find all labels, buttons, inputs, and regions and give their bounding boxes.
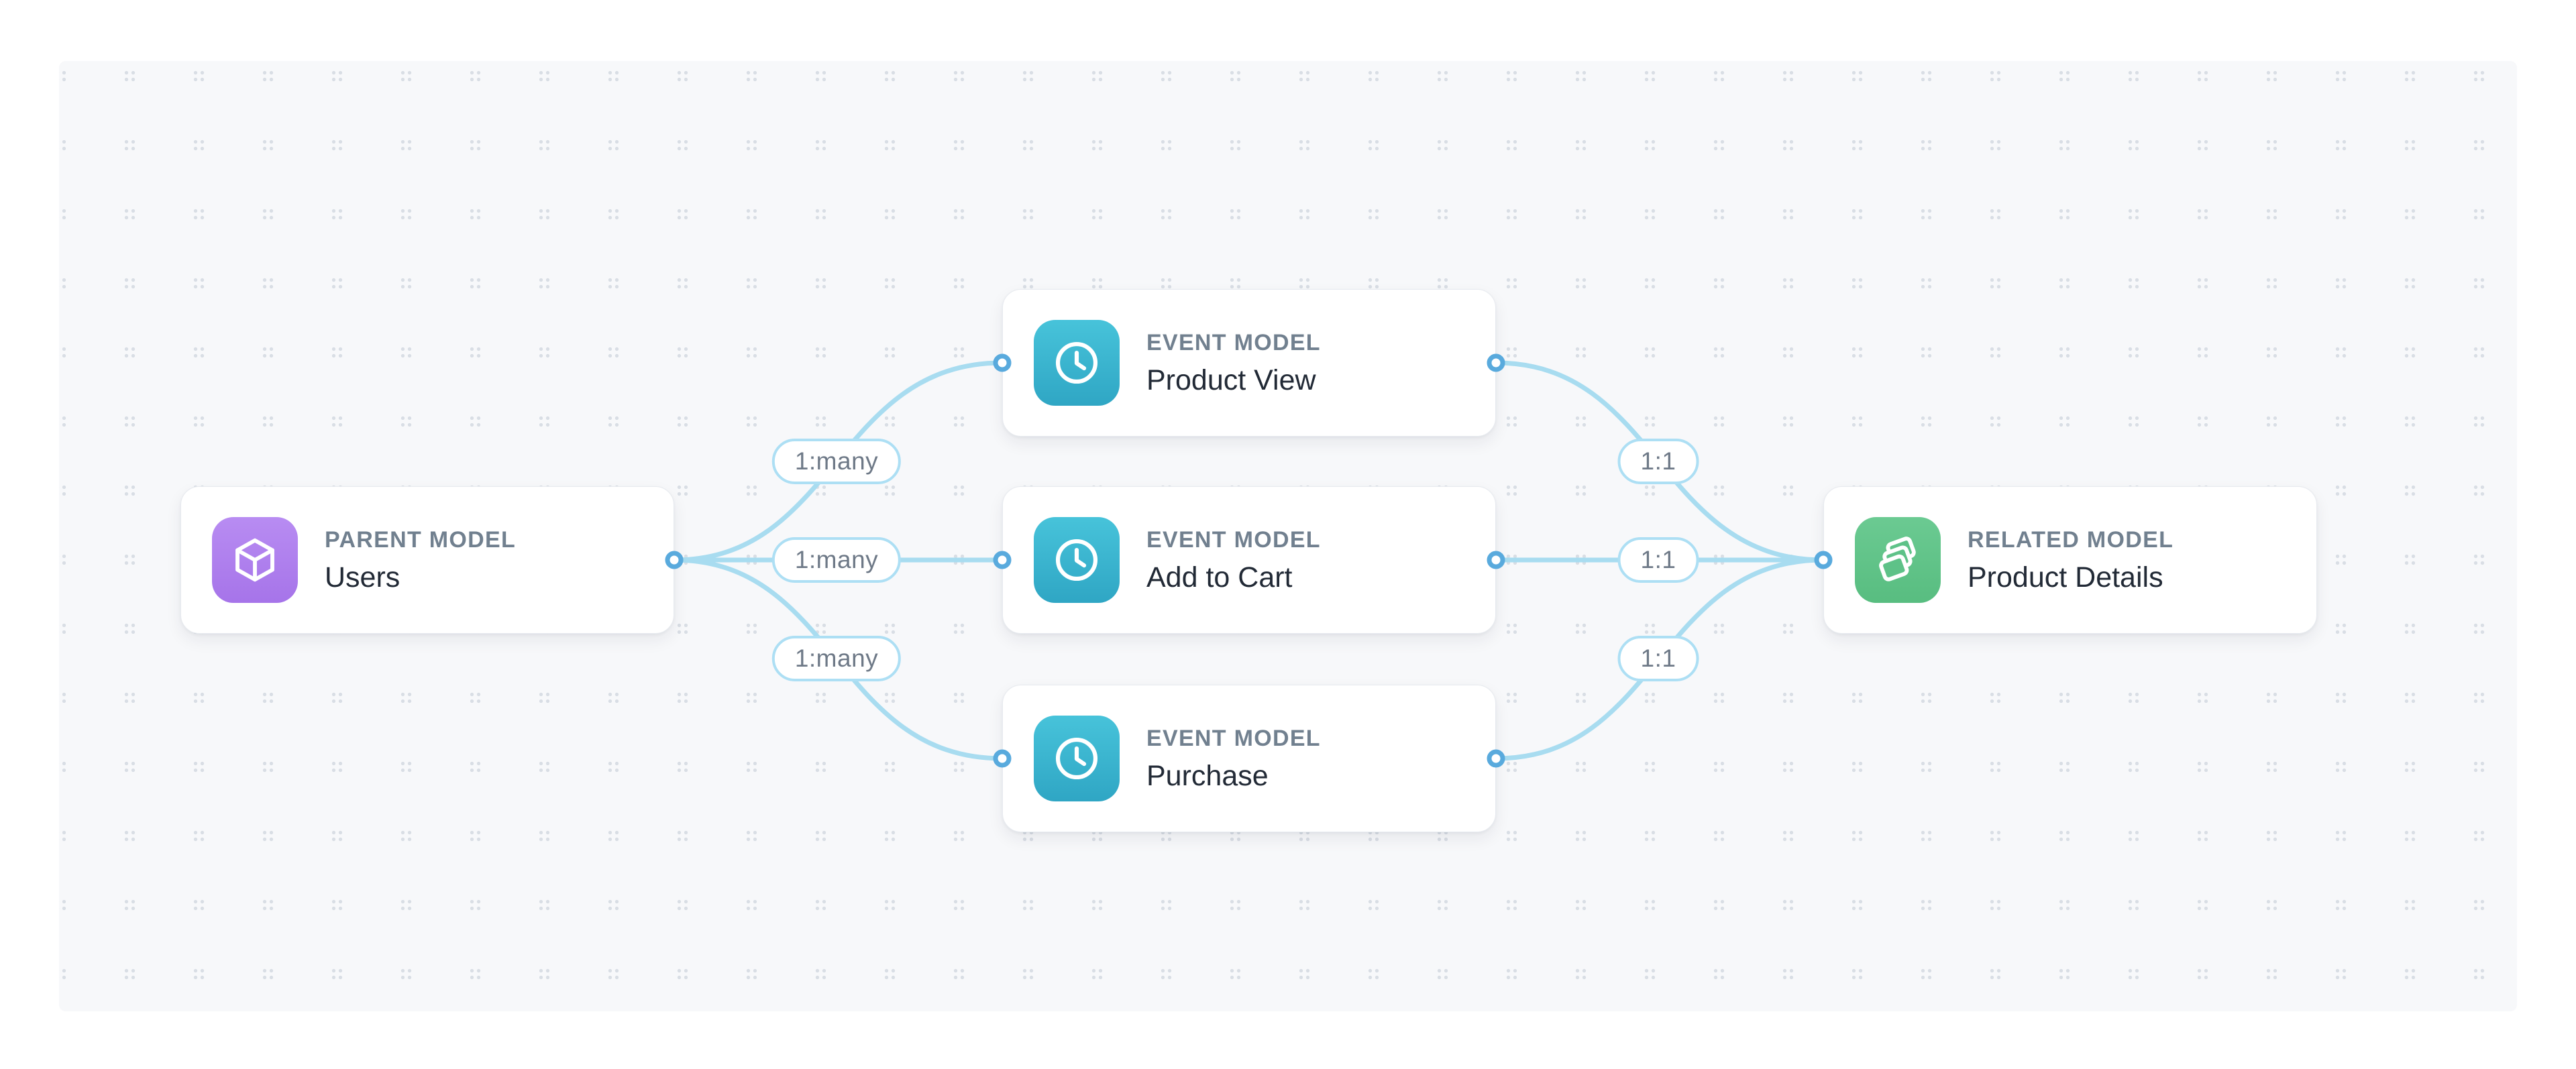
node-related-model-product-details[interactable]: RELATED MODEL Product Details <box>1823 486 2317 634</box>
clock-icon <box>1034 716 1120 801</box>
edge-label-purchase-details[interactable]: 1:1 <box>1617 636 1699 681</box>
handle-product-details-target[interactable] <box>1814 551 1833 569</box>
clock-icon <box>1034 320 1120 406</box>
edge-label-users-product-view[interactable]: 1:many <box>771 439 902 484</box>
node-parent-model-users[interactable]: PARENT MODEL Users <box>180 486 674 634</box>
edge-label-product-view-details[interactable]: 1:1 <box>1617 439 1699 484</box>
node-type-label: EVENT MODEL <box>1146 329 1321 355</box>
edge-label-users-purchase[interactable]: 1:many <box>771 636 902 681</box>
node-event-model-purchase[interactable]: EVENT MODEL Purchase <box>1002 685 1496 832</box>
handle-purchase-source[interactable] <box>1487 749 1505 768</box>
edge-label-add-to-cart-details[interactable]: 1:1 <box>1617 537 1699 583</box>
node-type-label: EVENT MODEL <box>1146 526 1321 553</box>
handle-purchase-target[interactable] <box>993 749 1012 768</box>
node-event-model-product-view[interactable]: EVENT MODEL Product View <box>1002 289 1496 437</box>
handle-product-view-target[interactable] <box>993 353 1012 372</box>
handle-add-to-cart-source[interactable] <box>1487 551 1505 569</box>
node-name: Product View <box>1146 363 1316 396</box>
cube-icon <box>212 517 298 603</box>
handle-add-to-cart-target[interactable] <box>993 551 1012 569</box>
node-name: Purchase <box>1146 759 1269 792</box>
node-name: Users <box>325 561 400 594</box>
node-event-model-add-to-cart[interactable]: EVENT MODEL Add to Cart <box>1002 486 1496 634</box>
node-type-label: EVENT MODEL <box>1146 725 1321 751</box>
handle-product-view-source[interactable] <box>1487 353 1505 372</box>
clock-icon <box>1034 517 1120 603</box>
layers-icon <box>1855 517 1941 603</box>
node-type-label: RELATED MODEL <box>1968 526 2174 553</box>
node-type-label: PARENT MODEL <box>325 526 517 553</box>
node-name: Product Details <box>1968 561 2163 594</box>
edge-label-users-add-to-cart[interactable]: 1:many <box>771 537 902 583</box>
node-name: Add to Cart <box>1146 561 1293 594</box>
handle-users-source[interactable] <box>665 551 684 569</box>
